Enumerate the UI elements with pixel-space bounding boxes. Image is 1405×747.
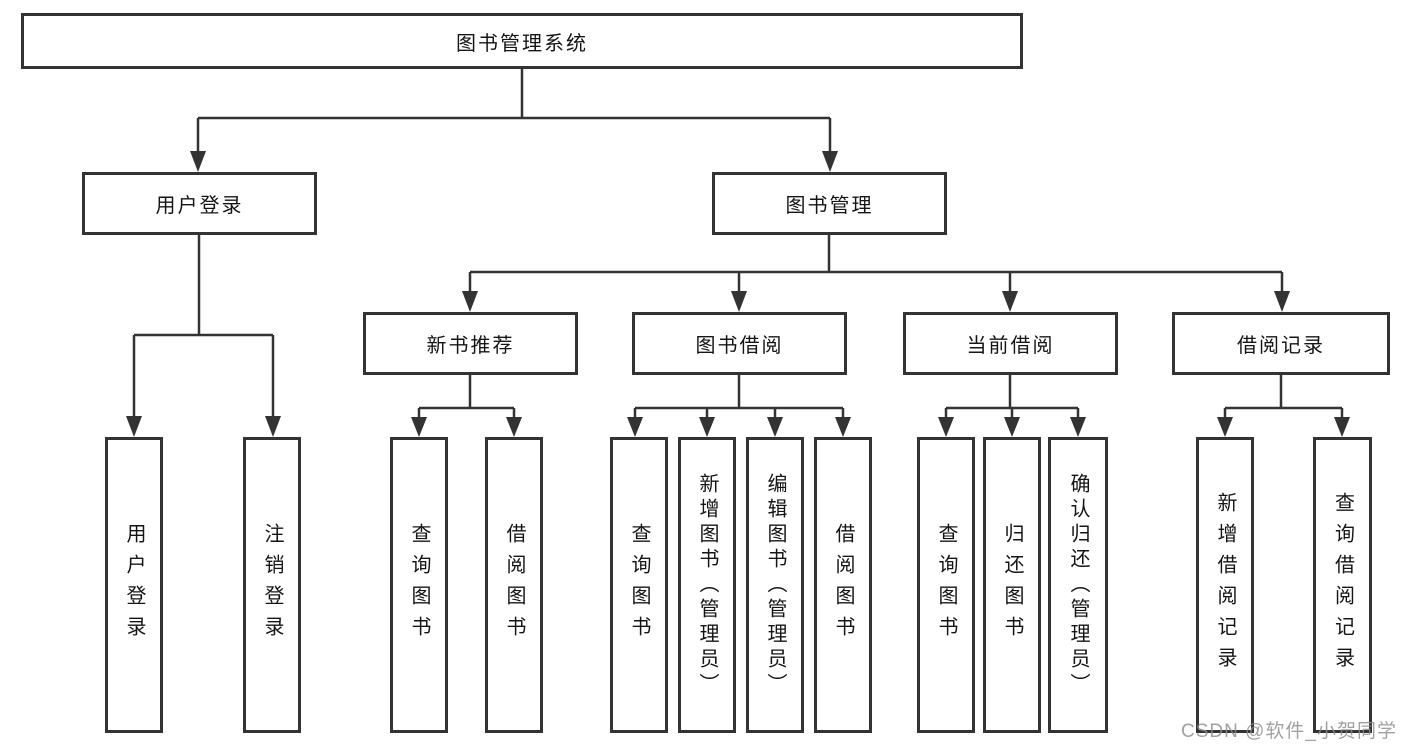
node-root-system: 图书管理系统 <box>21 13 1023 69</box>
node-book-borrow-label: 图书借阅 <box>695 335 784 357</box>
node-new-book-recommend: 新书推荐 <box>363 312 578 375</box>
node-root-label: 图书管理系统 <box>456 32 588 55</box>
leaf-query-book-current: 查询图书 <box>917 437 975 733</box>
leaf-add-borrow-record: 新增借阅记录 <box>1196 437 1254 733</box>
leaf-borrow-book: 借阅图书 <box>814 437 872 733</box>
leaf-edit-book-admin-label: 编辑图书（管理员） <box>764 472 786 698</box>
leaf-add-book-admin: 新增图书（管理员） <box>678 437 736 733</box>
node-current-borrow: 当前借阅 <box>903 312 1118 375</box>
leaf-query-book-borrow-label: 查询图书 <box>628 523 650 647</box>
leaf-add-borrow-record-label: 新增借阅记录 <box>1214 492 1236 678</box>
leaf-confirm-return-admin-label: 确认归还（管理员） <box>1067 472 1089 698</box>
leaf-query-borrow-record: 查询借阅记录 <box>1313 437 1372 733</box>
node-user-login: 用户登录 <box>82 172 317 235</box>
leaf-user-login: 用户登录 <box>105 437 163 733</box>
leaf-query-book-borrow: 查询图书 <box>610 437 668 733</box>
leaf-borrow-book-label: 借阅图书 <box>832 523 854 647</box>
leaf-confirm-return-admin: 确认归还（管理员） <box>1048 437 1108 733</box>
node-book-management: 图书管理 <box>712 172 947 235</box>
leaf-logout-label: 注销登录 <box>261 523 283 647</box>
leaf-user-login-label: 用户登录 <box>123 523 145 647</box>
leaf-return-book-label: 归还图书 <box>1001 523 1023 647</box>
leaf-query-book-recommend: 查询图书 <box>390 437 448 733</box>
leaf-return-book: 归还图书 <box>983 437 1041 733</box>
node-user-login-label: 用户登录 <box>155 195 244 217</box>
node-borrow-records: 借阅记录 <box>1172 312 1390 375</box>
leaf-edit-book-admin: 编辑图书（管理员） <box>746 437 804 733</box>
node-current-borrow-label: 当前借阅 <box>966 335 1055 357</box>
csdn-watermark: CSDN @软件_小贺同学 <box>1181 721 1397 742</box>
node-book-borrow: 图书借阅 <box>632 312 847 375</box>
leaf-logout: 注销登录 <box>243 437 301 733</box>
node-borrow-records-label: 借阅记录 <box>1237 335 1325 357</box>
node-new-book-recommend-label: 新书推荐 <box>426 335 515 357</box>
leaf-query-book-recommend-label: 查询图书 <box>408 523 430 647</box>
node-book-management-label: 图书管理 <box>785 195 874 217</box>
arrowheads <box>126 151 1350 437</box>
leaf-borrow-book-recommend: 借阅图书 <box>485 437 543 733</box>
leaf-query-book-current-label: 查询图书 <box>935 523 957 647</box>
leaf-add-book-admin-label: 新增图书（管理员） <box>696 472 718 698</box>
leaf-query-borrow-record-label: 查询借阅记录 <box>1331 492 1354 678</box>
leaf-borrow-book-recommend-label: 借阅图书 <box>503 523 525 647</box>
